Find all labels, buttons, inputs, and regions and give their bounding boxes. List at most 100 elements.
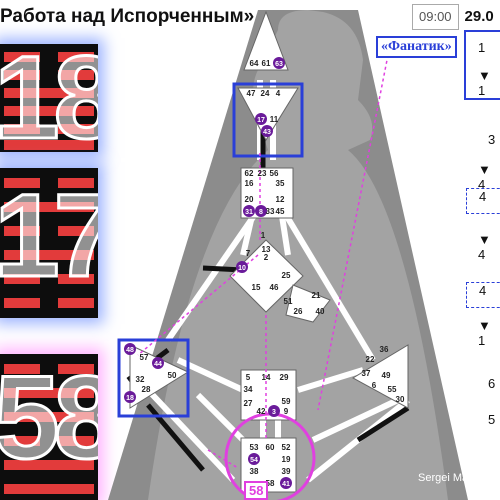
gate-64: 64 xyxy=(250,59,259,68)
gate-27: 27 xyxy=(244,399,253,408)
gate-23: 23 xyxy=(258,169,267,178)
list-item[interactable]: 4 xyxy=(466,188,500,214)
signature: Sergei Mavlato xyxy=(418,472,492,484)
active-gate-marker xyxy=(152,357,164,369)
gate-51: 51 xyxy=(284,297,293,306)
fanatic-annotation: «Фанатик» xyxy=(376,36,457,58)
gate-56: 56 xyxy=(270,169,279,178)
gate-60: 60 xyxy=(266,443,275,452)
gate-2: 2 xyxy=(264,253,269,262)
time-field[interactable]: 09:00 xyxy=(412,4,459,30)
hexagram-line xyxy=(4,106,94,116)
list-item[interactable]: 5 xyxy=(488,412,496,427)
gate-3: 3 xyxy=(272,409,276,416)
gate-59: 59 xyxy=(282,397,291,406)
gate-1: 1 xyxy=(261,231,266,240)
gate-20: 20 xyxy=(245,195,254,204)
gate-35: 35 xyxy=(276,179,285,188)
highlight-gate-label: 58 xyxy=(244,481,269,500)
gate-53: 53 xyxy=(250,443,259,452)
gate-34: 34 xyxy=(244,385,253,394)
hexagram-line xyxy=(4,140,94,150)
head-center xyxy=(243,10,289,71)
ajna-center xyxy=(237,87,299,142)
gate-38: 38 xyxy=(250,467,259,476)
hexagram-card-18: 18 xyxy=(0,44,98,152)
gate-37: 37 xyxy=(362,369,371,378)
gate-6: 6 xyxy=(372,381,377,390)
list-item[interactable]: 3 xyxy=(488,132,496,147)
gate-24: 24 xyxy=(261,89,270,98)
list-item[interactable]: ▼ 4 xyxy=(478,232,491,262)
gate-16: 16 xyxy=(245,179,254,188)
gate-48: 48 xyxy=(126,347,134,354)
gate-41: 41 xyxy=(282,481,290,488)
side-panel-top xyxy=(464,30,500,100)
hexagram-line xyxy=(4,52,94,62)
gate-45: 45 xyxy=(276,207,285,216)
active-gate-marker xyxy=(248,453,260,465)
hexagram-line xyxy=(4,124,94,134)
time-bar: 09:00 29.0 xyxy=(412,4,500,30)
gate-43: 43 xyxy=(263,129,271,136)
gate-50: 50 xyxy=(168,371,177,380)
list-item[interactable]: 1 xyxy=(478,40,486,55)
focus-box-ajna xyxy=(232,82,304,158)
hexagram-line xyxy=(4,70,94,80)
list-item[interactable]: 6 xyxy=(488,376,496,391)
gate-29: 29 xyxy=(280,373,289,382)
list-item[interactable]: ▼ 4 xyxy=(478,162,491,192)
gate-7: 7 xyxy=(246,249,251,258)
gate-58: 58 xyxy=(266,479,275,488)
active-gate-marker xyxy=(243,205,255,217)
hexagram-card-58: 58 xyxy=(0,354,98,500)
gate-39: 39 xyxy=(282,467,291,476)
hexagram-number: 58 xyxy=(0,354,98,486)
active-gate-marker xyxy=(124,391,136,403)
page-title: Работа над Испорченным» xyxy=(0,6,255,27)
gate-10: 10 xyxy=(238,265,246,272)
gate-13: 13 xyxy=(262,245,271,254)
gate-63: 63 xyxy=(275,61,283,68)
focus-box-spleen xyxy=(117,338,190,418)
active-gate-marker xyxy=(255,113,267,125)
gate-14: 14 xyxy=(262,373,271,382)
hexagram-card-17: 17 xyxy=(0,168,98,318)
active-gate-marker xyxy=(124,343,136,355)
gate-11: 11 xyxy=(270,115,279,124)
gate-46: 46 xyxy=(270,283,279,292)
active-gate-marker xyxy=(268,405,280,417)
gate-21: 21 xyxy=(312,291,321,300)
gate-36: 36 xyxy=(380,345,389,354)
gate-28: 28 xyxy=(142,385,151,394)
list-item[interactable]: 4 xyxy=(466,282,500,308)
active-gate-marker xyxy=(261,125,273,137)
hexagram-line xyxy=(4,88,94,98)
gate-61: 61 xyxy=(262,59,271,68)
gate-4: 4 xyxy=(276,89,281,98)
date-field[interactable]: 29.0 xyxy=(464,8,494,25)
gate-17: 17 xyxy=(257,117,265,124)
list-item[interactable]: ▼ 1 xyxy=(478,68,491,98)
gate-42: 42 xyxy=(257,407,266,416)
gate-31: 31 xyxy=(245,209,253,216)
gate-33: 33 xyxy=(266,207,275,216)
active-gate-marker xyxy=(273,57,285,69)
gate-5: 5 xyxy=(246,373,251,382)
gate-18: 18 xyxy=(126,395,134,402)
gate-30: 30 xyxy=(396,395,405,404)
gate-22: 22 xyxy=(366,355,375,364)
gate-8: 8 xyxy=(259,209,263,216)
gate-32: 32 xyxy=(136,375,145,384)
annotation-lines xyxy=(137,54,389,469)
gate-44: 44 xyxy=(154,361,162,368)
gate-26: 26 xyxy=(294,307,303,316)
list-item[interactable]: ▼ 1 xyxy=(478,318,491,348)
gate-49: 49 xyxy=(382,371,391,380)
hexagram-number: 17 xyxy=(0,169,98,304)
gate-52: 52 xyxy=(282,443,291,452)
active-gate-marker xyxy=(236,261,248,273)
ego-center xyxy=(285,284,331,323)
